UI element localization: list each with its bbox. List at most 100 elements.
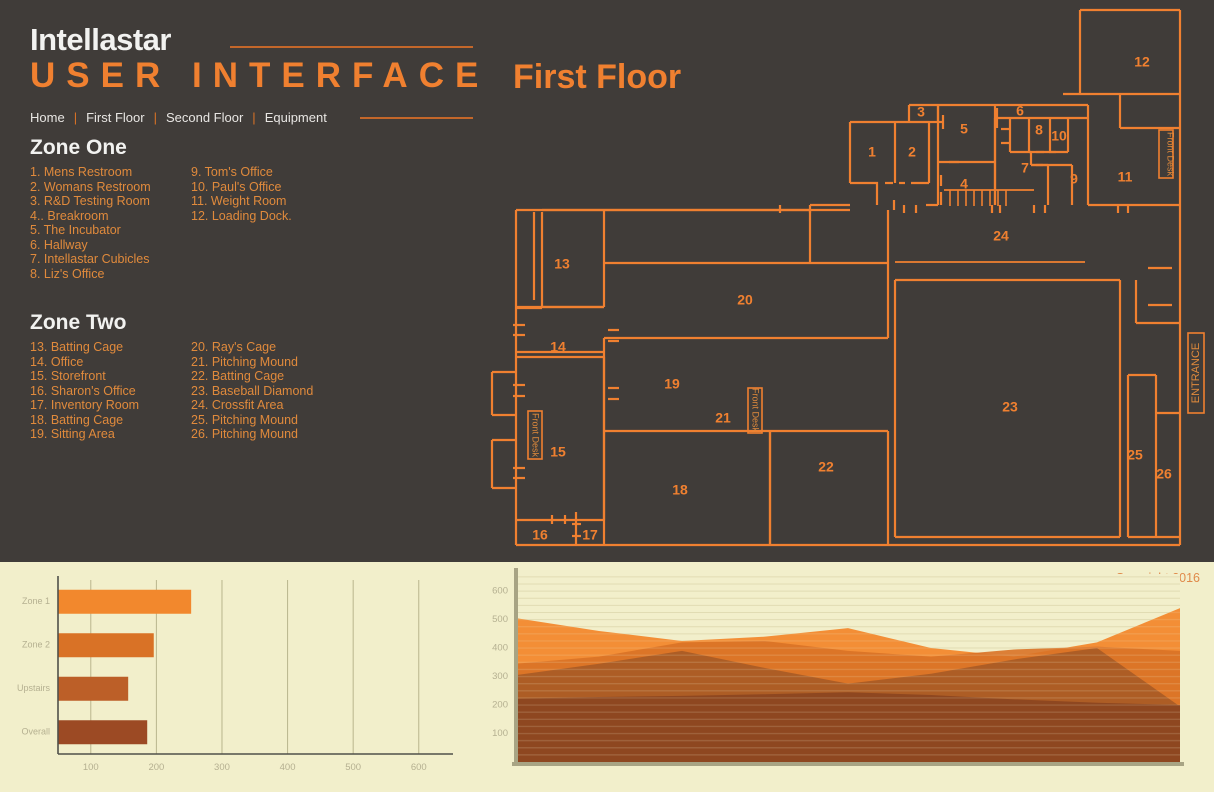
list-item[interactable]: 12. Loading Dock. bbox=[191, 208, 292, 223]
floorplan-title: First Floor bbox=[513, 58, 682, 96]
list-item[interactable]: 26. Pitching Mound bbox=[191, 427, 299, 441]
zone-one-column-right: 9. Tom's Office 10. Paul's Office 11. We… bbox=[191, 165, 292, 281]
room-label-4: 4 bbox=[960, 176, 968, 192]
x-tick-label: 500 bbox=[345, 762, 361, 773]
list-item[interactable]: 15. Storefront bbox=[30, 369, 106, 383]
room-label-7: 7 bbox=[1021, 160, 1029, 176]
room-label-5: 5 bbox=[960, 121, 968, 137]
top-panel: Intellastar USER INTERFACE Home | First … bbox=[30, 0, 1214, 560]
bar[interactable] bbox=[58, 589, 192, 614]
bar-category-label: Zone 2 bbox=[22, 640, 50, 650]
list-item[interactable]: 25. Pitching Mound bbox=[191, 412, 299, 427]
zone-two-block: Zone Two 13. Batting Cage 14. Office 15.… bbox=[30, 312, 335, 442]
room-label-15: 15 bbox=[550, 444, 566, 460]
front-desk-marker-3: Front Desk bbox=[747, 387, 763, 434]
room-label-22: 22 bbox=[818, 459, 834, 475]
room-label-21: 21 bbox=[715, 410, 731, 426]
list-item[interactable]: 18. Batting Cage bbox=[30, 412, 124, 427]
x-tick-label: 600 bbox=[411, 762, 427, 773]
svg-text:ENTRANCE: ENTRANCE bbox=[1190, 343, 1202, 404]
brand-block: Intellastar bbox=[30, 22, 473, 57]
brand-name: Intellastar bbox=[30, 22, 171, 57]
bar-category-label: Overall bbox=[21, 727, 50, 737]
list-item[interactable]: 2. Womans Restroom bbox=[30, 179, 151, 194]
list-item[interactable]: 21. Pitching Mound bbox=[191, 354, 299, 369]
zone-one-title: Zone One bbox=[30, 136, 127, 159]
nav-divider bbox=[360, 117, 473, 119]
nav-item-home[interactable]: Home bbox=[30, 110, 65, 125]
list-item[interactable]: 17. Inventory Room bbox=[30, 398, 140, 412]
list-item[interactable]: 24. Crossfit Area bbox=[191, 398, 284, 412]
brand-divider bbox=[230, 46, 473, 48]
y-tick-label: 200 bbox=[492, 700, 508, 711]
list-item[interactable]: 23. Baseball Diamond bbox=[191, 383, 314, 398]
svg-text:Front Desk: Front Desk bbox=[531, 413, 541, 458]
room-label-10: 10 bbox=[1051, 128, 1067, 144]
list-item[interactable]: 11. Weight Room bbox=[191, 194, 287, 208]
zone-two-title: Zone Two bbox=[30, 311, 127, 334]
list-item[interactable]: 3. R&D Testing Room bbox=[30, 194, 150, 208]
bar[interactable] bbox=[58, 633, 154, 658]
room-label-26: 26 bbox=[1156, 466, 1172, 482]
bar[interactable] bbox=[58, 720, 148, 745]
y-tick-label: 500 bbox=[492, 614, 508, 625]
zone-one-column-left: 1. Mens Restroom 2. Womans Restroom 3. R… bbox=[30, 165, 169, 281]
room-label-24: 24 bbox=[993, 228, 1009, 244]
x-tick-label: 200 bbox=[148, 762, 164, 773]
list-item[interactable]: 6. Hallway bbox=[30, 237, 88, 252]
list-item[interactable]: 8. Liz's Office bbox=[30, 266, 105, 281]
nav-separator: | bbox=[153, 110, 157, 125]
list-item[interactable]: 9. Tom's Office bbox=[191, 165, 273, 179]
x-tick-label: 100 bbox=[83, 762, 99, 773]
x-tick-label: 400 bbox=[280, 762, 296, 773]
list-item[interactable]: 14. Office bbox=[30, 354, 84, 369]
list-item[interactable]: 13. Batting Cage bbox=[30, 340, 124, 354]
room-label-13: 13 bbox=[554, 256, 570, 272]
svg-text:Front Desk: Front Desk bbox=[751, 388, 761, 433]
list-item[interactable]: 19. Sitting Area bbox=[30, 427, 115, 441]
room-label-16: 16 bbox=[532, 527, 548, 543]
bar[interactable] bbox=[58, 676, 129, 701]
room-label-6: 6 bbox=[1016, 103, 1024, 119]
y-tick-label: 400 bbox=[492, 643, 508, 654]
x-tick-label: 300 bbox=[214, 762, 230, 773]
room-label-14: 14 bbox=[550, 339, 566, 355]
floorplan-diagram[interactable]: Front Desk bbox=[480, 0, 1214, 560]
list-item[interactable]: 22. Batting Cage bbox=[191, 369, 285, 383]
list-item[interactable]: 4.. Breakroom bbox=[30, 208, 109, 223]
area-series[interactable] bbox=[516, 692, 1180, 762]
room-label-9: 9 bbox=[1070, 171, 1078, 187]
entrance-marker: ENTRANCE bbox=[1187, 332, 1205, 414]
nav-separator: | bbox=[73, 110, 78, 125]
list-item[interactable]: 10. Paul's Office bbox=[191, 179, 282, 194]
nav-item-second-floor[interactable]: Second Floor bbox=[165, 110, 244, 125]
svg-text:Front Desk: Front Desk bbox=[1166, 132, 1176, 177]
list-item[interactable]: 7. Intellastar Cubicles bbox=[30, 252, 150, 266]
room-label-12: 12 bbox=[1134, 54, 1150, 70]
list-item[interactable]: 20. Ray's Cage bbox=[191, 340, 277, 354]
main-nav: Home | First Floor | Second Floor | Equi… bbox=[30, 110, 473, 125]
zone-two-column-left: 13. Batting Cage 14. Office 15. Storefro… bbox=[30, 340, 169, 442]
zone-two-column-right: 20. Ray's Cage 21. Pitching Mound 22. Ba… bbox=[191, 340, 313, 442]
room-label-2: 2 bbox=[908, 144, 916, 160]
y-tick-label: 600 bbox=[492, 586, 508, 597]
room-label-25: 25 bbox=[1127, 447, 1143, 463]
room-label-18: 18 bbox=[672, 482, 688, 498]
room-label-3: 3 bbox=[917, 104, 925, 120]
zone-one-block: Zone One 1. Mens Restroom 2. Womans Rest… bbox=[30, 137, 314, 281]
nav-item-equipment[interactable]: Equipment bbox=[264, 110, 327, 125]
list-item[interactable]: 16. Sharon's Office bbox=[30, 383, 136, 398]
room-label-20: 20 bbox=[737, 292, 753, 308]
room-label-23: 23 bbox=[1002, 399, 1018, 415]
list-item[interactable]: 5. The Incubator bbox=[30, 223, 121, 237]
room-label-1: 1 bbox=[868, 144, 876, 160]
list-item[interactable]: 1. Mens Restroom bbox=[30, 165, 133, 179]
y-tick-label: 300 bbox=[492, 671, 508, 682]
nav-item-first-floor[interactable]: First Floor bbox=[86, 110, 145, 125]
room-label-8: 8 bbox=[1035, 122, 1043, 138]
bar-category-label: Zone 1 bbox=[22, 596, 50, 606]
room-label-17: 17 bbox=[582, 527, 598, 543]
